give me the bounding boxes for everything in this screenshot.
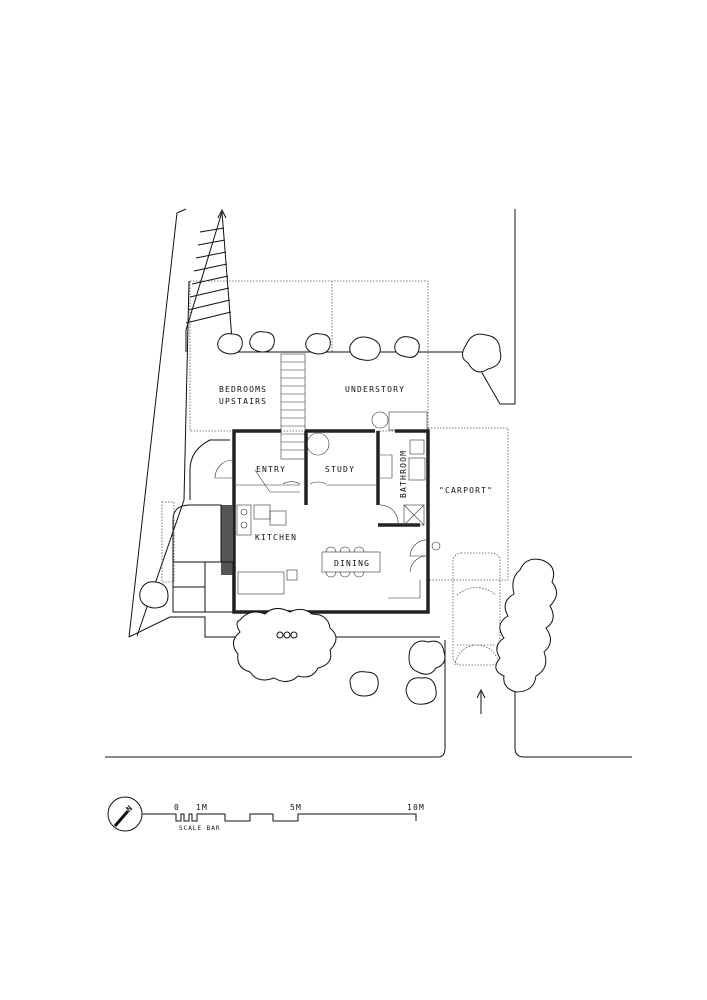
external-stairs bbox=[185, 208, 501, 405]
label-understory: UNDERSTORY bbox=[345, 385, 405, 394]
scale-tick-10m: 10M bbox=[407, 803, 425, 812]
label-upstairs: UPSTAIRS bbox=[219, 397, 267, 406]
label-kitchen: KITCHEN bbox=[255, 533, 297, 542]
scale-tick-5m: 5M bbox=[290, 803, 302, 812]
label-study: STUDY bbox=[325, 465, 355, 474]
north-arrow: N bbox=[107, 796, 143, 832]
label-carport: "CARPORT" bbox=[439, 486, 493, 495]
scale-tick-0: 0 bbox=[174, 803, 180, 812]
scale-tick-1m: 1M bbox=[196, 803, 208, 812]
trees bbox=[139, 331, 557, 705]
label-dining: DINING bbox=[334, 559, 370, 568]
internal-stairs bbox=[280, 353, 306, 460]
fixtures bbox=[236, 411, 441, 599]
scale-bar: 0 1M 5M 10M SCALE BAR bbox=[142, 803, 425, 832]
north-label: N bbox=[124, 803, 135, 814]
scale-bar-label: SCALE BAR bbox=[179, 825, 221, 832]
label-entry: ENTRY bbox=[256, 465, 286, 474]
car-outline bbox=[452, 552, 501, 714]
label-bedrooms: BEDROOMS bbox=[219, 385, 267, 394]
house-walls bbox=[214, 429, 430, 614]
deck-left bbox=[161, 439, 234, 613]
label-bathroom: BATHROOM bbox=[399, 450, 408, 498]
